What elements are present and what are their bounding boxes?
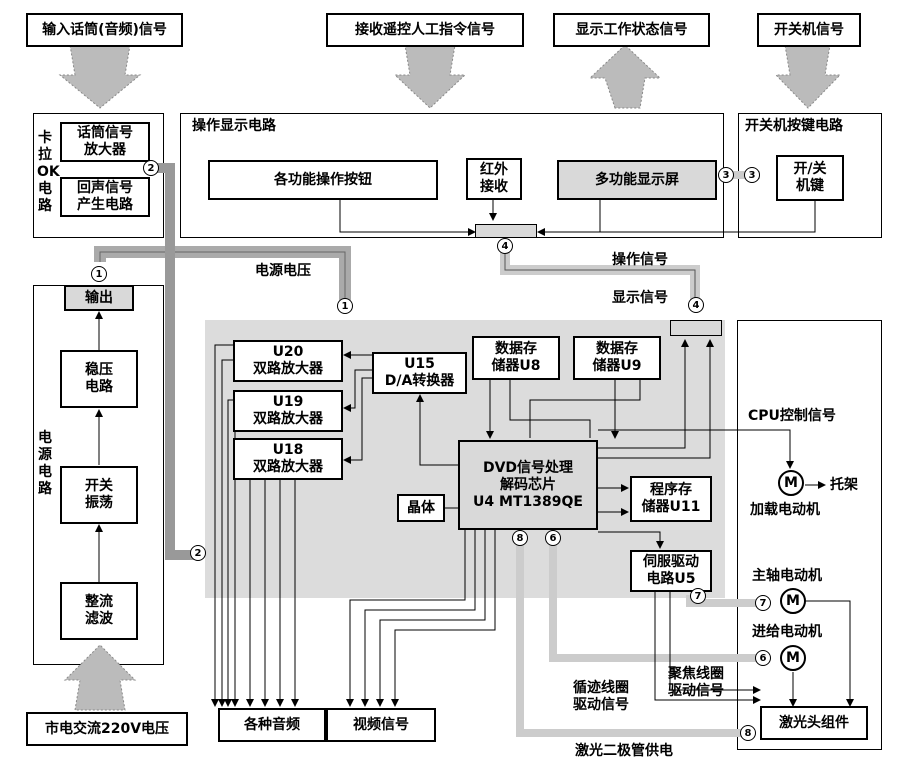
u4-box: DVD信号处理 解码芯片 U4 MT1389QE bbox=[458, 440, 598, 530]
badge-6-right: 6 bbox=[755, 650, 771, 666]
power-signal-arrow bbox=[774, 44, 842, 109]
badge-7-left: 7 bbox=[690, 588, 706, 604]
badge-2-bottom: 2 bbox=[190, 545, 206, 561]
ir-box: 红外 接收 bbox=[466, 158, 522, 200]
mic-input-label: 输入话筒(音频)信号 bbox=[26, 13, 183, 47]
focus-label: 聚焦线圈 驱动信号 bbox=[668, 666, 724, 699]
pickup-box: 激光头组件 bbox=[760, 706, 868, 740]
mains-label: 市电交流220V电压 bbox=[26, 712, 188, 746]
mic-input-arrow bbox=[58, 44, 142, 109]
u9-box: 数据存 储器U9 bbox=[573, 336, 661, 380]
u15-box: U15 D/A转换器 bbox=[372, 352, 467, 394]
switch-osc-box: 开关 振荡 bbox=[60, 466, 138, 524]
display-connector bbox=[670, 320, 722, 336]
badge-4-right: 4 bbox=[688, 297, 704, 313]
u18-box: U18 双路放大器 bbox=[233, 438, 343, 480]
rectifier-box: 整流 滤波 bbox=[60, 582, 138, 640]
badge-3-left: 3 bbox=[718, 167, 734, 183]
spindle-motor-label: 主轴电动机 bbox=[752, 568, 822, 584]
spindle-motor-icon: M bbox=[780, 588, 806, 614]
feed-motor-label: 进给电动机 bbox=[752, 624, 822, 640]
op-connector bbox=[475, 224, 537, 238]
video-output-box: 视频信号 bbox=[326, 708, 436, 742]
remote-input-label: 接收遥控人工指令信号 bbox=[326, 13, 524, 47]
mains-arrow bbox=[63, 644, 137, 711]
display-box: 多功能显示屏 bbox=[557, 160, 717, 200]
feed-motor-icon: M bbox=[780, 645, 806, 671]
badge-7-right: 7 bbox=[755, 595, 771, 611]
power-signal-label: 开关机信号 bbox=[757, 13, 861, 47]
tracking-label: 循迹线圈 驱动信号 bbox=[573, 680, 629, 713]
u11-box: 程序存 储器U11 bbox=[630, 476, 712, 522]
power-supply-title: 电源电路 bbox=[38, 430, 52, 497]
display-status-label: 显示工作状态信号 bbox=[553, 13, 710, 47]
power-key-box: 开/关 机键 bbox=[776, 155, 844, 201]
badge-2-top: 2 bbox=[143, 160, 159, 176]
tray-label: 托架 bbox=[830, 477, 858, 493]
crystal-box: 晶体 bbox=[397, 494, 445, 522]
display-status-arrow bbox=[588, 44, 662, 109]
u5-box: 伺服驱动 电路U5 bbox=[630, 550, 712, 592]
audio-output-box: 各种音频 bbox=[218, 708, 326, 742]
output-box: 输出 bbox=[64, 285, 134, 311]
badge-8-bottom: 8 bbox=[740, 725, 756, 741]
u8-box: 数据存 储器U8 bbox=[472, 336, 560, 380]
u20-box: U20 双路放大器 bbox=[233, 340, 343, 382]
operation-signal-label: 操作信号 bbox=[612, 252, 668, 268]
display-signal-label: 显示信号 bbox=[612, 290, 668, 306]
mic-amp-box: 话筒信号 放大器 bbox=[60, 122, 150, 162]
power-key-title: 开关机按键电路 bbox=[745, 118, 843, 134]
loading-motor-icon: M bbox=[778, 470, 804, 496]
buttons-box: 各功能操作按钮 bbox=[208, 160, 438, 200]
karaoke-title: 卡拉OK电路 bbox=[37, 130, 60, 214]
u19-box: U19 双路放大器 bbox=[233, 390, 343, 432]
power-voltage-label: 电源电压 bbox=[255, 263, 311, 279]
laser-diode-label: 激光二极管供电 bbox=[575, 743, 673, 759]
badge-1-left: 1 bbox=[91, 266, 107, 282]
badge-8-top: 8 bbox=[512, 530, 528, 546]
echo-box: 回声信号 产生电路 bbox=[60, 177, 150, 217]
badge-6-top: 6 bbox=[545, 530, 561, 546]
operation-title: 操作显示电路 bbox=[192, 118, 276, 134]
drive-frame bbox=[737, 320, 882, 750]
badge-1-right: 1 bbox=[337, 298, 353, 314]
loading-motor-label: 加载电动机 bbox=[750, 502, 820, 518]
badge-4-top: 4 bbox=[497, 238, 513, 254]
regulator-box: 稳压 电路 bbox=[60, 350, 138, 408]
remote-input-arrow bbox=[393, 44, 467, 109]
badge-3-right: 3 bbox=[744, 167, 760, 183]
karaoke-frame bbox=[33, 113, 164, 238]
cpu-control-label: CPU控制信号 bbox=[748, 408, 836, 424]
